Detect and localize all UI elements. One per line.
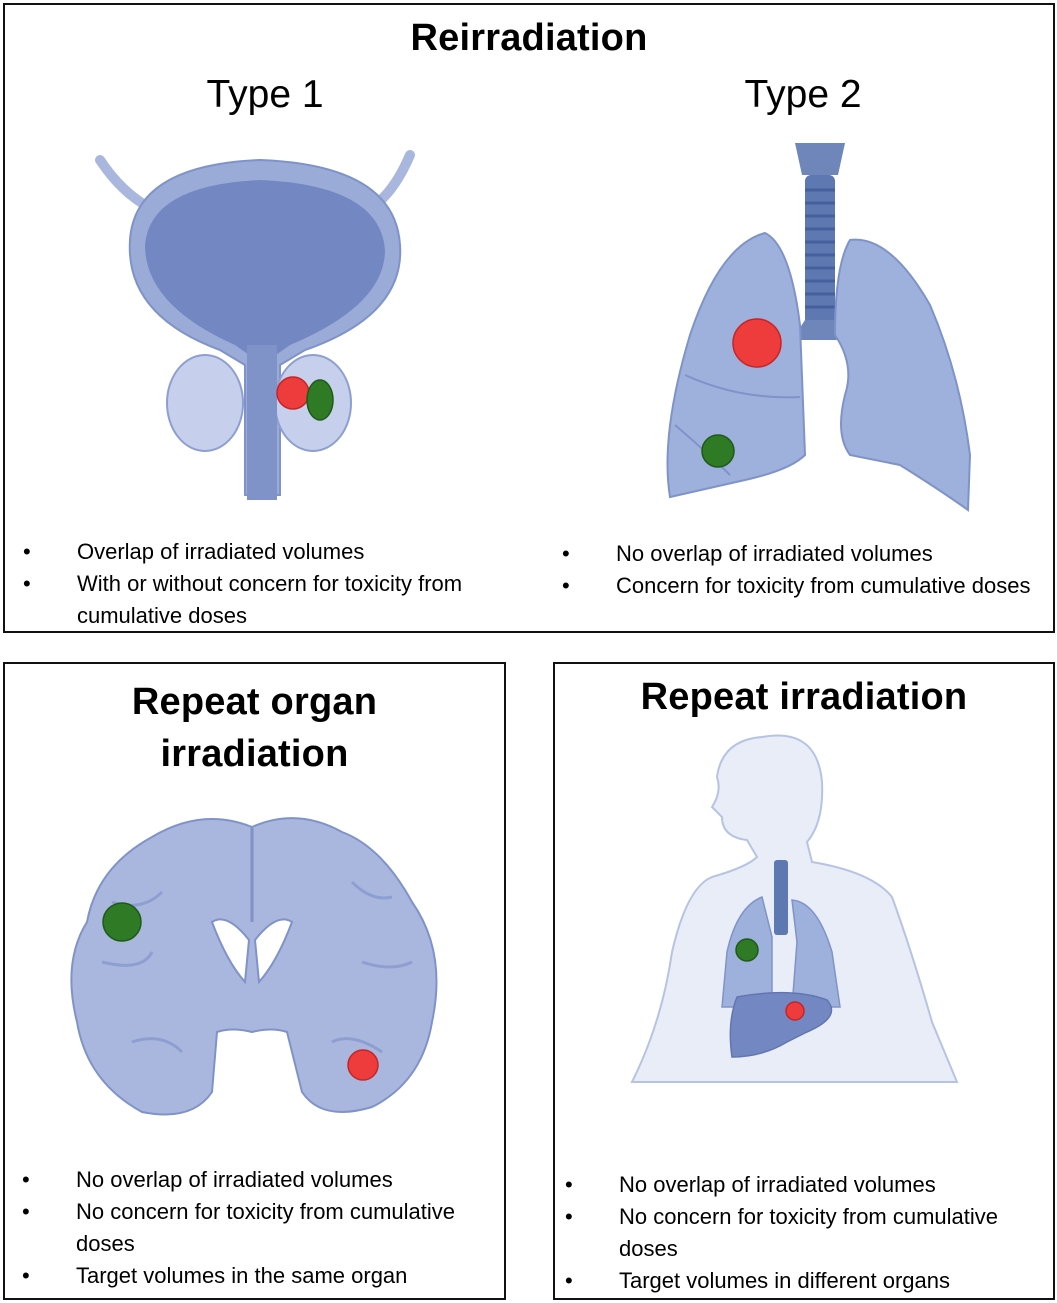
lungs-trachea-illustration — [666, 143, 972, 512]
repeat-irradiation-panel: Repeat irradiation No overlap of irradia… — [553, 662, 1055, 1300]
trachea-rings — [805, 188, 835, 309]
ventricle-right — [253, 918, 294, 985]
repeat-irradiation-title: Repeat irradiation — [640, 676, 968, 718]
sulci — [101, 880, 413, 1054]
bullet-item: No overlap of irradiated volumes — [562, 538, 1042, 570]
reirradiation-panel: Reirradiation Type 1 Type 2 Overlap of i — [3, 3, 1055, 633]
bladder-prostate-illustration — [95, 150, 415, 500]
larynx — [795, 143, 845, 175]
type1-label: Type 1 — [206, 73, 324, 116]
bullet-item: Target volumes in different organs — [565, 1265, 1045, 1297]
type1-bullets: Overlap of irradiated volumes With or wi… — [23, 536, 503, 632]
tumor-red — [732, 318, 782, 368]
lung-right — [666, 231, 807, 499]
tumor-red — [276, 376, 310, 410]
repeat-organ-panel: Repeat organ irradiation No overlap of i… — [3, 662, 506, 1300]
bullet-item: Concern for toxicity from cumulative dos… — [562, 570, 1042, 602]
tumor-green — [735, 938, 759, 962]
ventricle-left — [210, 918, 251, 985]
bullet-item: No concern for toxicity from cumulative … — [565, 1201, 1045, 1265]
trachea — [774, 860, 788, 935]
tumor-red — [347, 1049, 379, 1081]
fissure-right — [684, 374, 801, 399]
bladder-inner — [145, 180, 385, 495]
bullet-item: No overlap of irradiated volumes — [565, 1169, 1045, 1201]
tumor-green — [701, 434, 735, 468]
bullet-item: Target volumes in the same organ — [22, 1260, 492, 1292]
bullet-item: Overlap of irradiated volumes — [23, 536, 503, 568]
prostate-left — [166, 354, 244, 452]
bullet-item: With or without concern for toxicity fro… — [23, 568, 503, 632]
liver — [729, 991, 833, 1058]
repeat-organ-title-line1: Repeat organ — [131, 681, 378, 723]
repeat-organ-title: Repeat organ irradiation — [5, 676, 504, 780]
lung-left — [833, 238, 972, 512]
human-torso-organs-illustration — [630, 734, 959, 1083]
bullet-item: No overlap of irradiated volumes — [22, 1164, 492, 1196]
repeat-irradiation-bullets: No overlap of irradiated volumes No conc… — [565, 1169, 1045, 1297]
tumor-green — [306, 379, 334, 421]
repeat-organ-title-line2: irradiation — [160, 733, 349, 775]
brain-coronal-illustration — [70, 817, 438, 1116]
reirradiation-title: Reirradiation — [410, 17, 648, 59]
bullet-item: No concern for toxicity from cumulative … — [22, 1196, 492, 1260]
type2-bullets: No overlap of irradiated volumes Concern… — [562, 538, 1042, 602]
ureter-left — [95, 155, 150, 210]
repeat-organ-bullets: No overlap of irradiated volumes No conc… — [22, 1164, 492, 1292]
type2-label: Type 2 — [744, 73, 862, 116]
trachea — [805, 175, 835, 325]
urethra — [247, 345, 277, 500]
tumor-red — [785, 1001, 805, 1021]
tumor-green — [102, 902, 142, 942]
